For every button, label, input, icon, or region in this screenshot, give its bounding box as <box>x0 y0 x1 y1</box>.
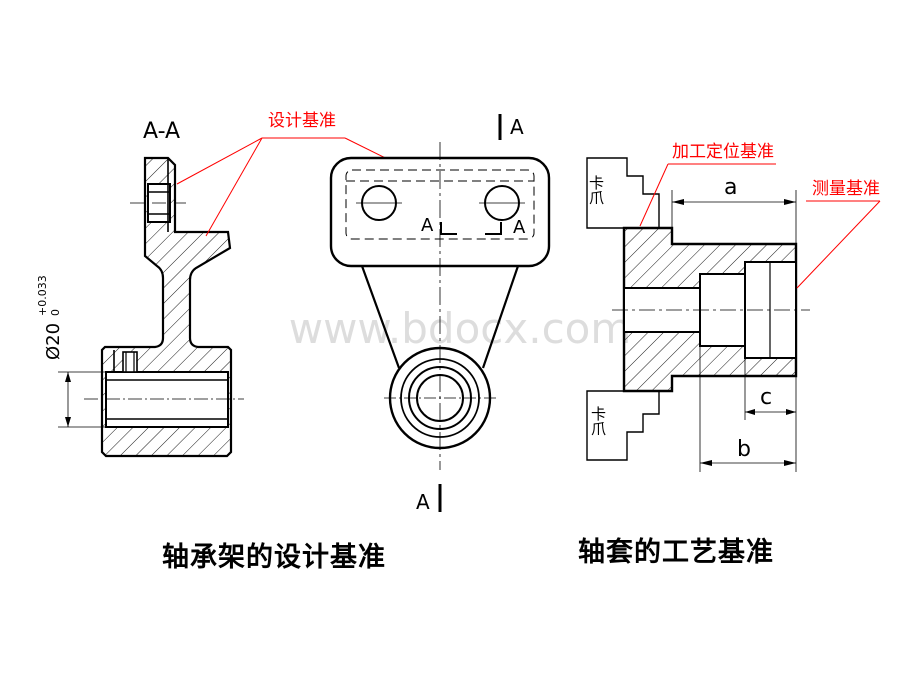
watermark-text: www.bdocx.com <box>289 304 632 353</box>
section-mark-bottom: A <box>416 490 430 514</box>
measurement-datum-label: 测量基准 <box>812 179 880 199</box>
section-label-aa: A-A <box>143 119 180 144</box>
bracket-arm <box>360 265 520 369</box>
bore-hole <box>105 371 229 428</box>
tolerance-lower: 0 <box>49 309 62 316</box>
section-mark-top: A <box>510 115 524 139</box>
chuck-jaw-label-bottom: 卡爪 <box>589 406 607 436</box>
sleeve-caption: 轴套的工艺基准 <box>578 537 774 568</box>
inner-label-left: A <box>421 215 434 236</box>
inner-label-right: A <box>513 217 526 238</box>
chuck-jaw-top <box>586 157 660 229</box>
bracket-caption: 轴承架的设计基准 <box>162 542 386 573</box>
sleeve-section-view: 卡爪 卡爪 a c b 加工定位基准 测 <box>586 142 881 472</box>
tolerance-upper: +0.033 <box>36 275 49 316</box>
chuck-jaw-bottom <box>586 390 660 461</box>
dim-a-label: a <box>724 175 737 200</box>
dim-c-label: c <box>760 385 772 410</box>
diameter-label: Ø20 <box>43 323 64 360</box>
design-datum-label: 设计基准 <box>268 111 336 131</box>
bracket-front-view: A A A A <box>329 114 551 514</box>
chuck-jaw-label-top: 卡爪 <box>587 175 605 205</box>
bracket-section-view: A-A Ø20 +0.033 0 设计基准 <box>36 111 439 458</box>
machining-datum-label: 加工定位基准 <box>672 142 774 162</box>
dim-b-label: b <box>737 437 751 462</box>
oil-hole <box>122 351 138 373</box>
